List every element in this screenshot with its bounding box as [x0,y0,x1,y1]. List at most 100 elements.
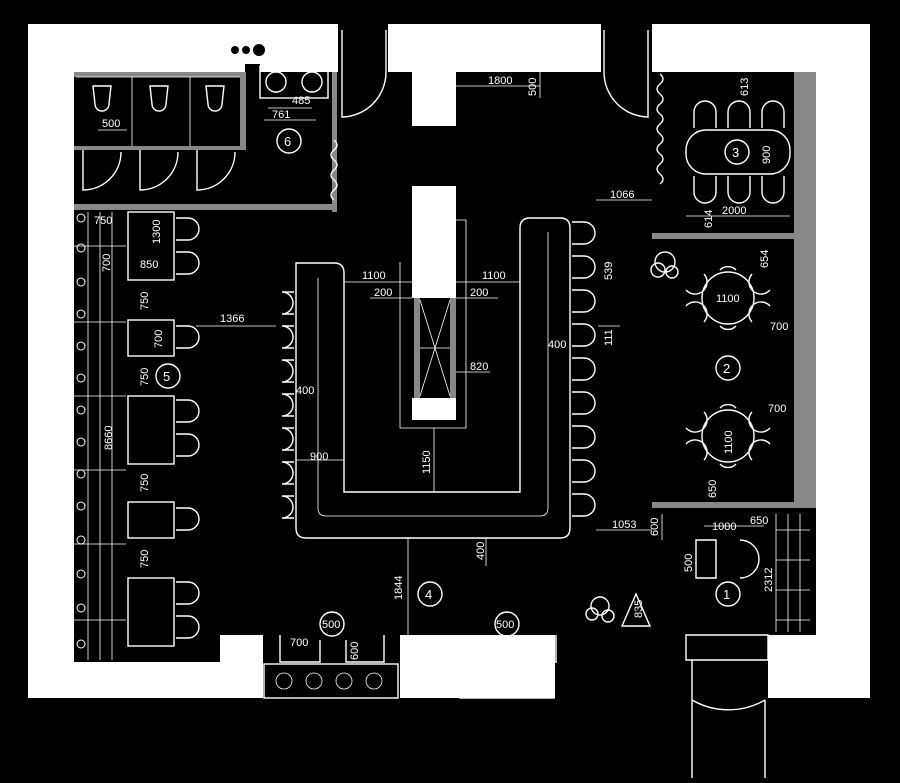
dim-1066: 1066 [610,189,634,201]
curtain-wc [330,139,338,201]
dim-750-c: 750 [139,368,151,386]
dim-900-bar: 900 [310,451,328,463]
zone-label-5: 5 [163,369,170,384]
wc-wall-right [240,72,246,150]
dim-900: 900 [761,146,773,164]
floor-area [74,24,816,698]
dim-835: 835 [633,600,645,618]
bottom-seating-mid [459,611,557,699]
dim-614: 614 [703,210,715,228]
bar-counter [295,217,571,539]
dim-8660: 8660 [103,426,115,450]
host-stand [695,539,760,579]
east-wall [794,72,816,508]
zone-label-2: 2 [723,361,730,376]
zone-marker-5 [155,363,181,389]
dim-700-a: 700 [770,321,788,333]
dim-1100-right: 1100 [482,270,506,282]
dim-400-right: 400 [548,339,566,351]
wc-wall-bottom [74,146,242,150]
zone-label-4: 4 [425,587,432,602]
zone-label-3: 3 [732,145,739,160]
round-table-lower [685,403,771,469]
room2-wall [652,502,816,508]
zone-marker-2 [715,355,741,381]
dim-613: 613 [739,78,751,96]
zone-label-6: 6 [284,134,291,149]
dim-700-bottom-left: 700 [290,637,308,649]
bottom-seating-left [263,611,399,699]
dim-750-d: 750 [139,474,151,492]
dim-700-left-b: 700 [153,330,165,348]
dim-1800: 1800 [488,75,512,87]
dim-850: 850 [140,259,158,271]
wc-wall-top [74,72,242,77]
dim-400-bottom: 400 [475,542,487,560]
wc-wall-south [74,204,336,210]
dim-750-a: 750 [94,215,112,227]
dim-2312: 2312 [763,568,775,592]
dim-654: 654 [759,250,771,268]
table-zone-3 [685,100,791,204]
door-top-right[interactable] [603,30,649,118]
zone-marker-3 [724,139,750,165]
dim-1100-table-b: 1100 [723,430,735,454]
dim-650: 650 [707,480,719,498]
dim-700-left-a: 700 [101,254,113,272]
entrance-plant-icon [585,596,615,623]
wc-stalls [76,76,240,191]
dim-600-bottom-mid: 600 [525,642,537,660]
dim-500-bottom-mid: 500 [496,619,514,631]
corner-planter [620,592,652,627]
left-tables [127,211,200,647]
dim-750-e: 750 [139,550,151,568]
planter-flowers [76,213,86,649]
dim-500-bottom-left: 500 [322,619,340,631]
bar-stools-right [572,221,596,517]
dim-1000-entry: 1000 [712,521,736,533]
dim-top-500: 500 [527,78,539,96]
column-bottom [412,398,456,420]
dim-1150: 1150 [421,450,433,474]
zone-label-1: 1 [723,587,730,602]
zone-marker-6 [276,128,302,154]
dim-111: 111 [603,329,615,346]
dim-500-entry: 500 [683,554,695,572]
dim-650-entry: 650 [750,515,768,527]
dim-wc-500: 500 [102,118,120,130]
stall-door-icon [82,150,236,191]
dim-400-left: 400 [296,385,314,397]
zone-marker-4 [417,581,443,607]
dim-600-entry: 600 [649,518,661,536]
dim-2000: 2000 [722,205,746,217]
dim-200-right: 200 [470,287,488,299]
dim-539: 539 [603,262,615,280]
entrance-vestibule [686,635,768,783]
dim-700-bottom-mid: 700 [466,637,484,649]
dim-600-bottom-left: 600 [349,642,361,660]
dim-1100-table-a: 1100 [716,293,740,305]
dim-1100-left: 1100 [362,270,386,282]
bar-counter-inner [317,232,549,517]
plant-icon [650,251,679,279]
curtain-room3 [656,73,664,185]
dim-200-left: 200 [374,287,392,299]
dim-761: 761 [272,109,290,121]
dim-750-b: 750 [139,292,151,310]
entrance-step [685,634,769,661]
dim-1300: 1300 [151,220,163,244]
dim-1844: 1844 [393,576,405,600]
room3-wall [652,233,816,239]
round-table-upper [685,265,771,331]
stair-cross [419,299,451,397]
sinks [259,65,329,121]
dim-1053: 1053 [612,519,636,531]
dim-820: 820 [470,361,488,373]
toilet-icon [92,85,225,112]
door-top-left[interactable] [341,30,387,118]
bar-stools-left [281,291,294,519]
dim-700-b: 700 [768,403,786,415]
dim-485: 485 [292,95,310,107]
entrance-door[interactable] [691,660,766,778]
